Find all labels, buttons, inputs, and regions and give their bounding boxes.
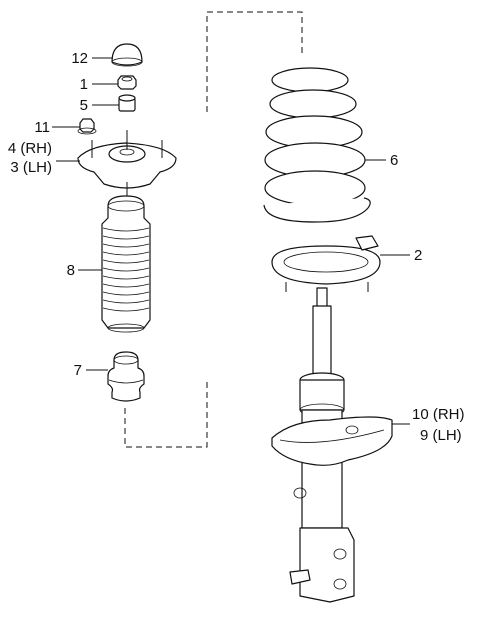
part-bump-stop [107,351,145,402]
part-spring-seat [271,235,381,292]
callout-7: 7 [74,362,82,379]
callout-8: 8 [67,262,75,279]
assembly-guide-bottom [124,380,208,448]
part-flange-nut [77,118,97,135]
part-coil-spring [263,67,371,223]
callout-4-rh: 4 (RH) [8,140,52,157]
callout-3-lh: 3 (LH) [10,159,52,176]
part-bushing [118,94,136,112]
callout-1: 1 [80,76,88,93]
callout-11: 11 [34,119,50,136]
assembly-guide-top [206,11,303,112]
callout-9-lh: 9 (LH) [420,427,462,444]
part-dust-cap [111,43,143,67]
callout-6: 6 [390,152,398,169]
callout-10-rh: 10 (RH) [412,406,465,423]
callout-12: 12 [71,50,88,67]
callout-2: 2 [414,247,422,264]
leader-lines [52,57,410,425]
part-nut [117,75,137,90]
callout-5: 5 [80,97,88,114]
part-strut-body [271,287,393,603]
part-dust-boot [101,195,151,333]
part-strut-mount [77,130,177,198]
